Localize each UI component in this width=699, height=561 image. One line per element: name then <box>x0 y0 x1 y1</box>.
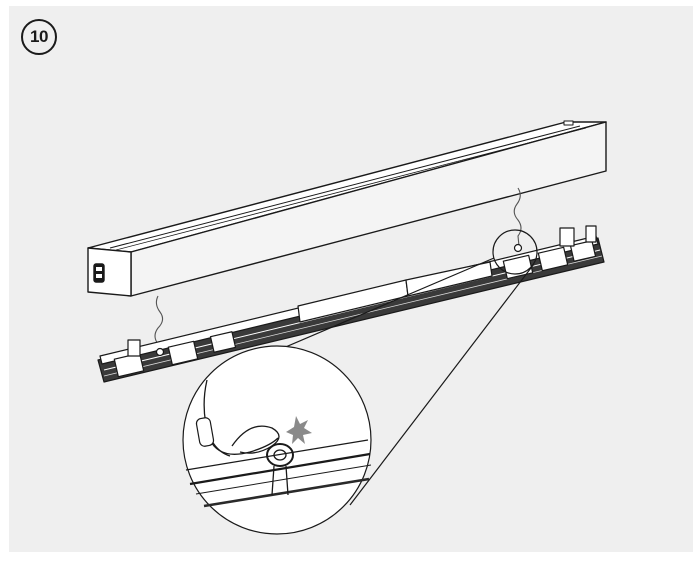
light-fixture <box>87 120 607 297</box>
step-number: 10 <box>30 27 48 46</box>
safety-cable <box>154 187 522 355</box>
mounting-rail <box>97 225 605 383</box>
spark-icon <box>286 416 312 444</box>
step-number-badge: 10 <box>21 19 57 55</box>
magnifier-detail <box>182 229 538 535</box>
